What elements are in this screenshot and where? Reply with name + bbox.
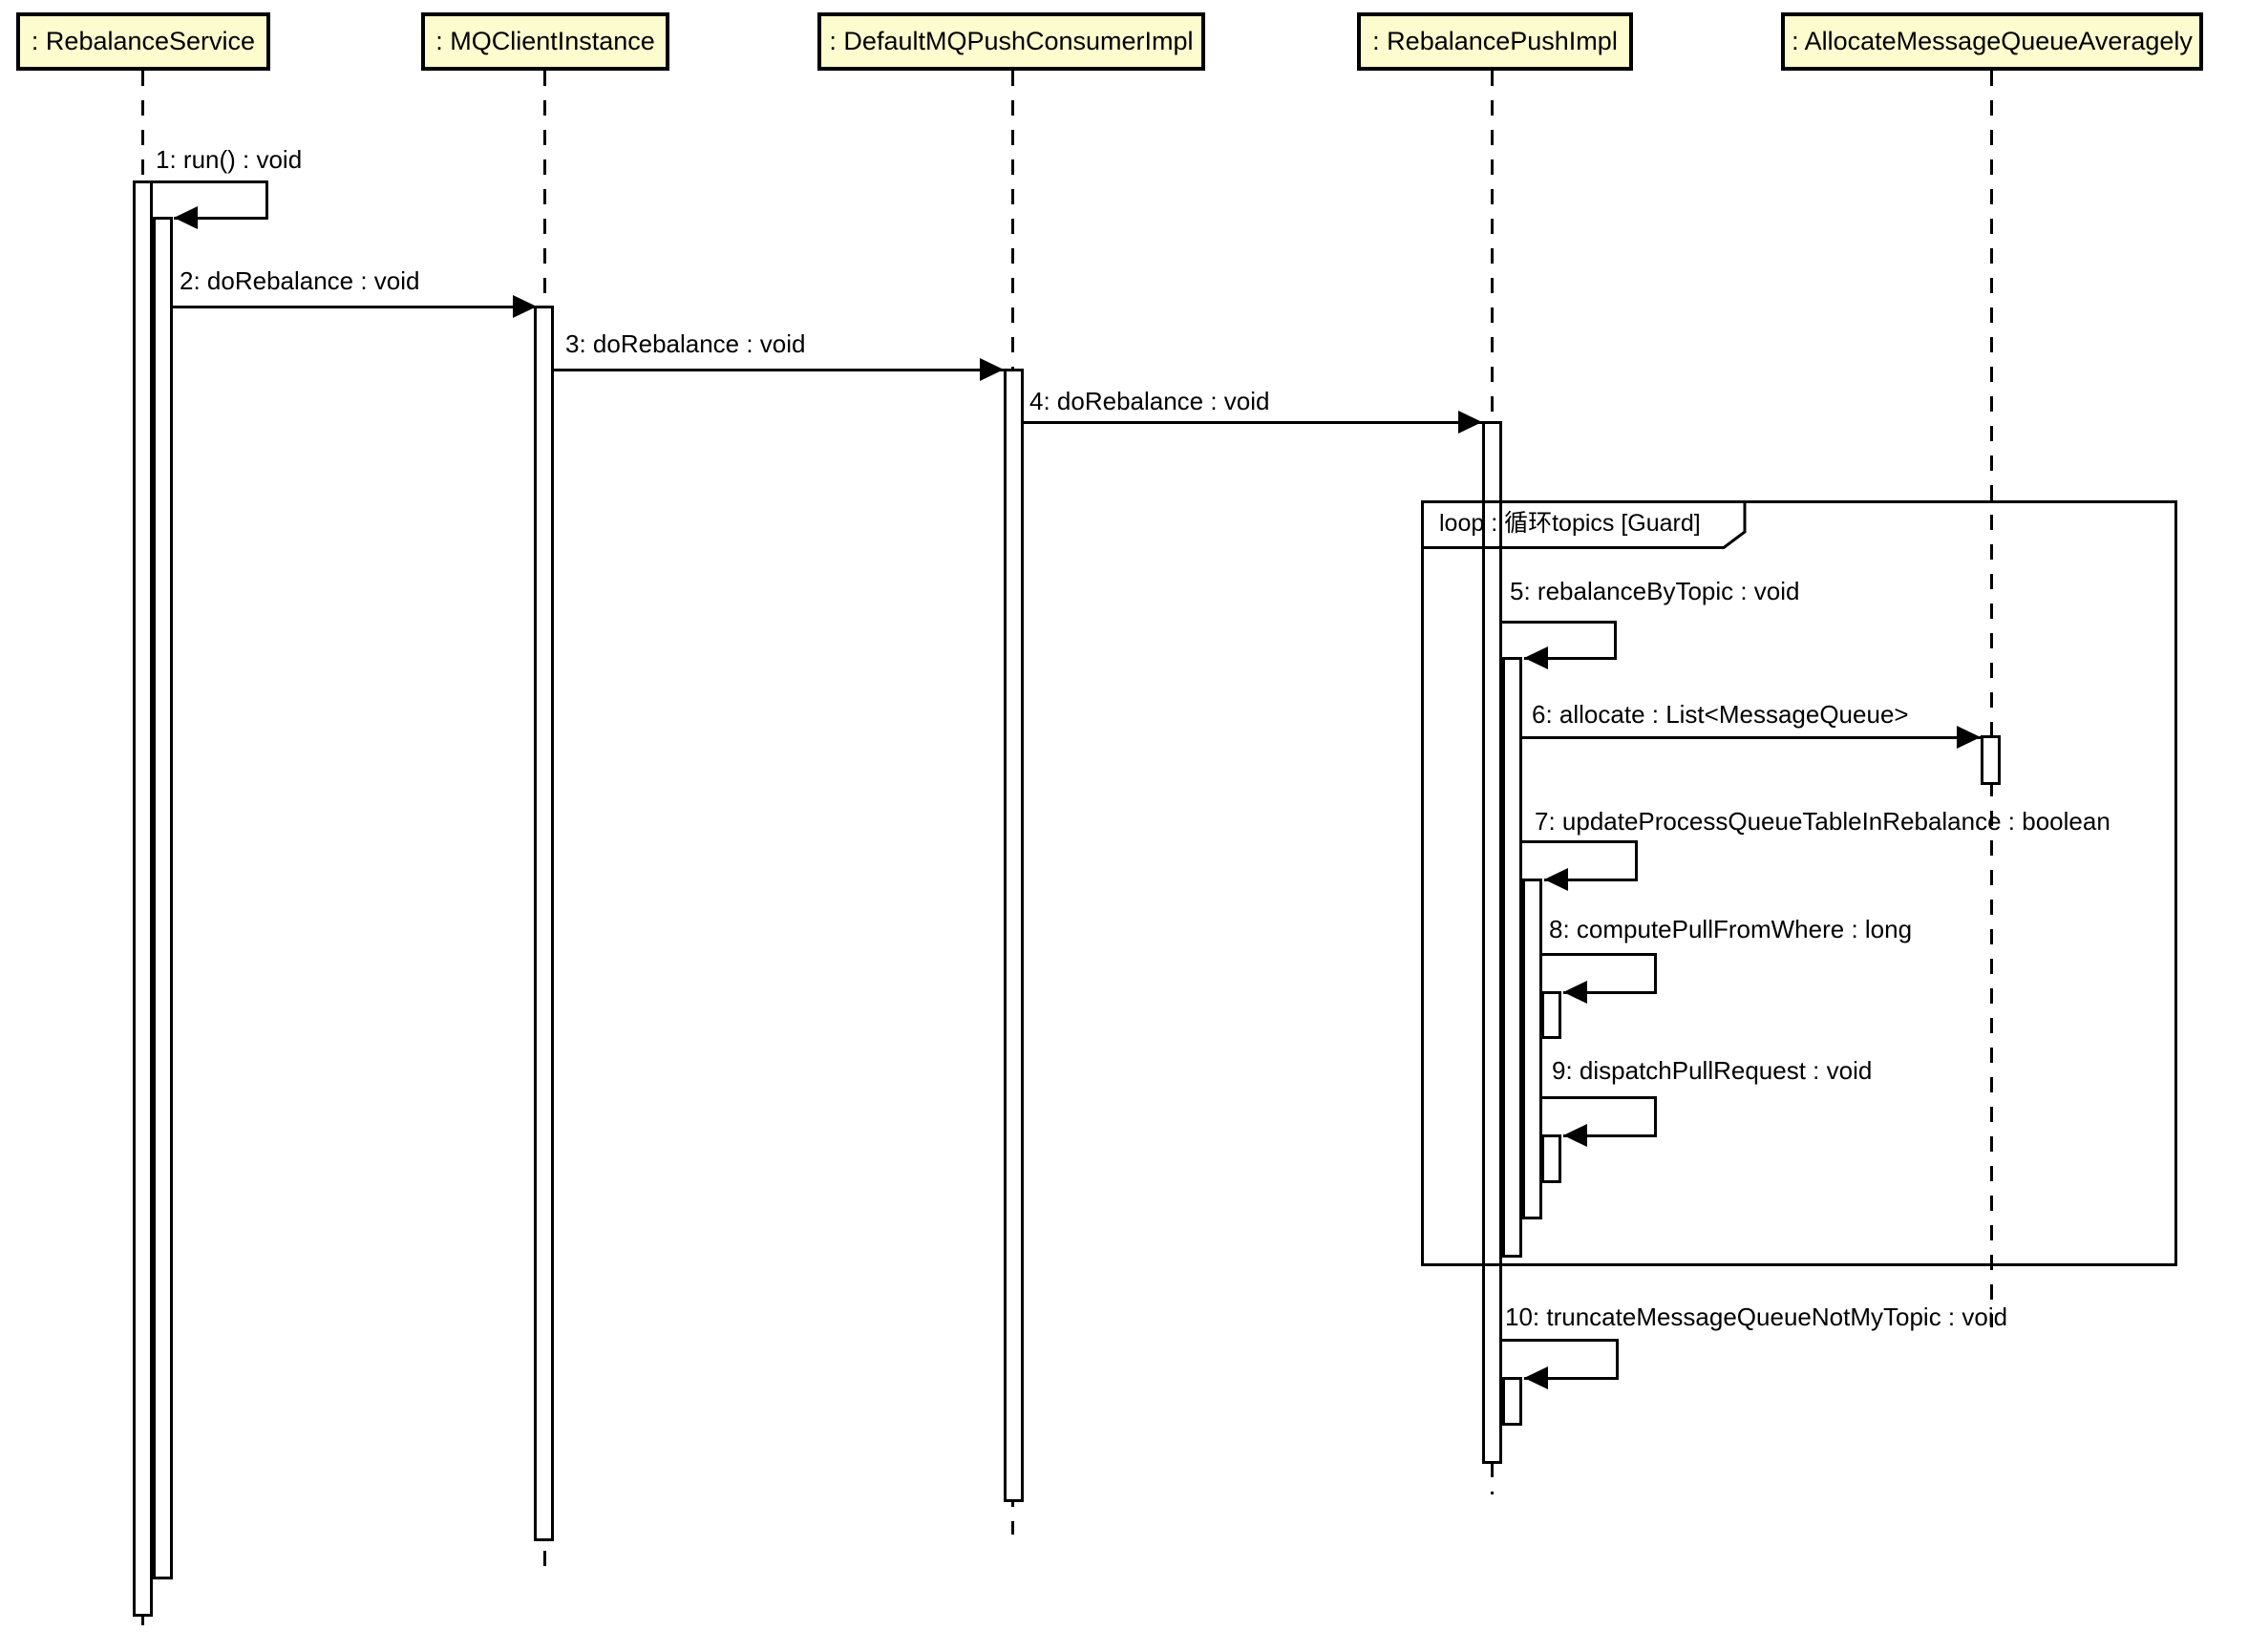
message-4-arrowhead-icon [1458, 411, 1482, 434]
activation-rebalancepushimpl-computepullfromwhere [1541, 991, 1561, 1039]
activation-rebalanceservice-outer [133, 180, 153, 1617]
activation-rebalancepushimpl-dorebalance [1482, 421, 1502, 1464]
message-9-arrowhead-icon [1563, 1124, 1587, 1147]
message-2-arrowhead-icon [513, 295, 537, 318]
message-9-label: 9: dispatchPullRequest : void [1552, 1056, 1873, 1085]
message-8-line-right [1654, 953, 1657, 994]
message-8-label: 8: computePullFromWhere : long [1549, 915, 1913, 943]
message-9-line-right [1654, 1096, 1657, 1137]
message-1-arrowhead-icon [174, 206, 198, 229]
message-7-label: 7: updateProcessQueueTableInRebalance : … [1535, 807, 2110, 836]
message-9-line-bottom [1563, 1134, 1657, 1137]
message-6-line [1522, 736, 1981, 739]
message-1-label: 1: run() : void [156, 145, 303, 174]
lifeline-head-defaultmqpushconsumerimpl: : DefaultMQPushConsumerImpl [817, 12, 1205, 71]
activation-rebalanceservice-run [153, 217, 173, 1579]
message-7-line-top [1522, 840, 1638, 843]
message-10-line-bottom [1524, 1377, 1619, 1380]
activation-mqclientinstance [534, 306, 554, 1541]
lifeline-head-mqclientinstance: : MQClientInstance [421, 12, 669, 71]
message-4-label: 4: doRebalance : void [1029, 387, 1270, 415]
message-4-line [1024, 421, 1482, 424]
message-10-line-top [1502, 1339, 1619, 1342]
message-3-arrowhead-icon [980, 358, 1004, 381]
message-9-line-top [1542, 1096, 1657, 1099]
loop-fragment-frame [1421, 500, 2177, 1266]
message-5-arrowhead-icon [1524, 646, 1548, 669]
message-6-label: 6: allocate : List<MessageQueue> [1532, 700, 1909, 729]
message-1-line-bottom [174, 217, 268, 220]
message-5-line-right [1614, 621, 1617, 660]
lifeline-head-rebalanceservice: : RebalanceService [16, 12, 270, 71]
lifeline-head-rebalancepushimpl: : RebalancePushImpl [1357, 12, 1633, 71]
activation-rebalancepushimpl-truncatemessagequeue [1502, 1377, 1522, 1426]
activation-allocatemessagequeueaveragely [1981, 735, 2001, 785]
message-8-arrowhead-icon [1563, 981, 1587, 1004]
message-8-line-bottom [1563, 991, 1657, 994]
message-2-line [173, 306, 537, 308]
message-1-line-top [153, 180, 268, 183]
message-7-line-bottom [1544, 879, 1638, 881]
message-5-label: 5: rebalanceByTopic : void [1510, 577, 1800, 605]
message-1-line-right [265, 180, 268, 220]
message-3-line [554, 369, 1004, 371]
activation-rebalancepushimpl-dispatchpullrequest [1541, 1134, 1561, 1183]
message-3-label: 3: doRebalance : void [565, 329, 806, 358]
message-7-arrowhead-icon [1544, 868, 1568, 891]
message-2-label: 2: doRebalance : void [180, 266, 420, 295]
message-7-line-right [1635, 840, 1638, 881]
message-10-arrowhead-icon [1524, 1366, 1548, 1389]
activation-rebalancepushimpl-updateprocessqueuetable [1522, 879, 1542, 1219]
activation-defaultmqpushconsumerimpl [1004, 369, 1024, 1502]
message-10-line-right [1616, 1339, 1619, 1380]
lifeline-head-allocatemessagequeueaveragely: : AllocateMessageQueueAveragely [1781, 12, 2203, 71]
message-8-line-top [1542, 953, 1657, 956]
message-5-line-bottom [1524, 657, 1617, 660]
loop-fragment-label: loop : 循环topics [Guard] [1439, 510, 1701, 537]
message-5-line-top [1502, 621, 1617, 624]
activation-rebalancepushimpl-rebalancebytopic [1502, 657, 1522, 1258]
lifeline-allocatemessagequeueaveragely [1990, 71, 1993, 1327]
message-6-arrowhead-icon [1957, 726, 1981, 749]
message-10-label: 10: truncateMessageQueueNotMyTopic : voi… [1505, 1303, 2008, 1331]
